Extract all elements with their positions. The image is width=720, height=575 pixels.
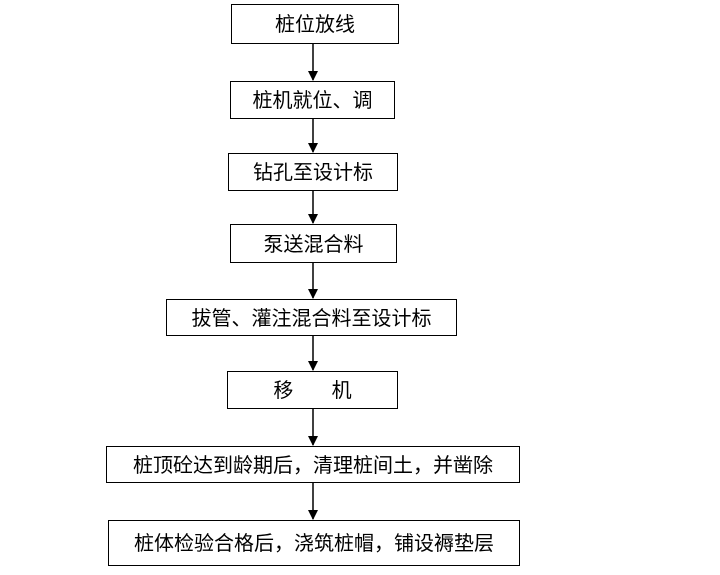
- step-move-rig: 移 机: [227, 371, 398, 409]
- step-pump-mixture: 泵送混合料: [230, 224, 397, 263]
- step-drilling-to-design-elevation: 钻孔至设计标: [228, 153, 398, 191]
- step-pull-pipe-and-pour: 拔管、灌注混合料至设计标: [166, 299, 457, 336]
- step-pile-cap-and-cushion: 桩体检验合格后，浇筑桩帽，铺设褥垫层: [108, 520, 520, 566]
- step-clear-soil-and-chisel: 桩顶砼达到龄期后，清理桩间土，并凿除: [106, 446, 520, 483]
- step-rig-positioning: 桩机就位、调: [230, 81, 395, 119]
- step-pile-position-layout: 桩位放线: [231, 4, 399, 44]
